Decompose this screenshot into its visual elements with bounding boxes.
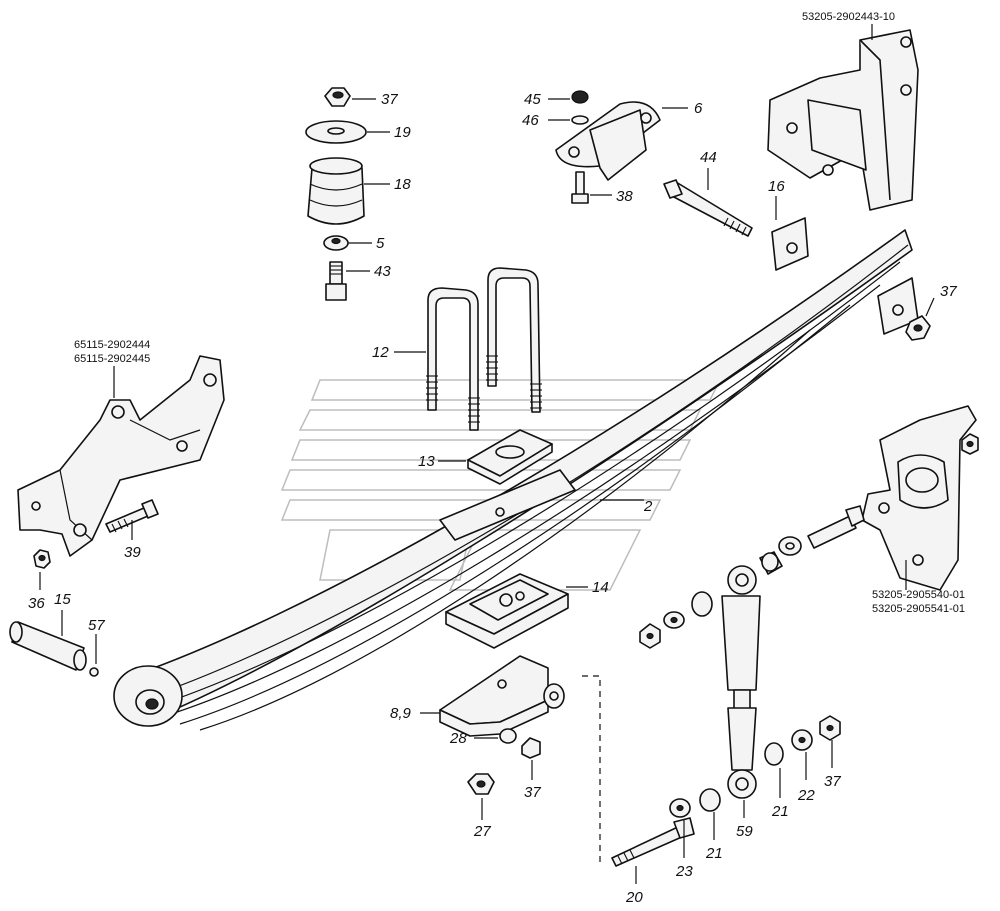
callout-39: 39 — [124, 544, 141, 561]
callout-8-9: 8,9 — [390, 705, 412, 722]
lower-shock-pin-set — [580, 675, 841, 867]
callout-5: 5 — [376, 235, 385, 252]
rebound-bracket — [555, 90, 661, 204]
rear-bracket-partno: 53205-2902443-10 — [802, 11, 895, 23]
callout-16: 16 — [768, 178, 785, 195]
bracket-bolt — [105, 499, 159, 533]
callout-37-rear: 37 — [940, 283, 957, 300]
callout-13: 13 — [418, 453, 435, 470]
front-spring-bracket — [17, 355, 225, 557]
callout-37-lower: 37 — [524, 784, 541, 801]
shock-absorber — [721, 565, 761, 799]
callout-44: 44 — [700, 149, 717, 166]
callout-27: 27 — [473, 823, 491, 840]
callout-21-b: 21 — [771, 803, 789, 820]
leaf-spring — [113, 229, 913, 731]
callout-36: 36 — [28, 595, 45, 612]
front-bracket-partno-a: 65115-2902444 — [74, 339, 150, 351]
callout-19: 19 — [394, 124, 411, 141]
u-bolt-threads — [426, 355, 542, 423]
u-bolts — [426, 267, 542, 431]
callout-14: 14 — [592, 579, 609, 596]
shock-absorber-bracket — [861, 405, 979, 591]
callout-22: 22 — [797, 787, 815, 804]
rear-spring-bracket — [767, 29, 919, 211]
bump-stop-stack — [305, 87, 367, 301]
callout-15: 15 — [54, 591, 71, 608]
callout-6: 6 — [694, 100, 703, 117]
callout-37: 37 — [381, 91, 398, 108]
callout-28: 28 — [449, 730, 467, 747]
callout-12: 12 — [372, 344, 389, 361]
spacer-plates — [771, 217, 931, 341]
callout-18: 18 — [394, 176, 411, 193]
callout-45: 45 — [524, 91, 541, 108]
callout-59: 59 — [736, 823, 753, 840]
front-bracket-partno-b: 65115-2902445 — [74, 353, 150, 365]
bottom-pad — [445, 573, 569, 649]
top-plate — [467, 429, 553, 485]
callout-43: 43 — [374, 263, 391, 280]
callout-2: 2 — [643, 498, 653, 515]
callout-38: 38 — [616, 188, 633, 205]
shock-bracket-partno-a: 53205-2905540-01 — [872, 589, 965, 601]
leader-lines — [39, 24, 935, 884]
long-bolt — [663, 179, 753, 237]
callout-23: 23 — [675, 863, 693, 880]
callout-21: 21 — [705, 845, 723, 862]
upper-shock-pin-set — [639, 505, 865, 649]
callout-20: 20 — [625, 889, 643, 906]
shock-lower-bracket — [439, 655, 565, 795]
spring-pin-set — [9, 549, 99, 677]
shock-bracket-partno-b: 53205-2905541-01 — [872, 603, 965, 615]
callout-37-shock: 37 — [824, 773, 841, 790]
callout-57: 57 — [88, 617, 105, 634]
callout-46: 46 — [522, 112, 539, 129]
